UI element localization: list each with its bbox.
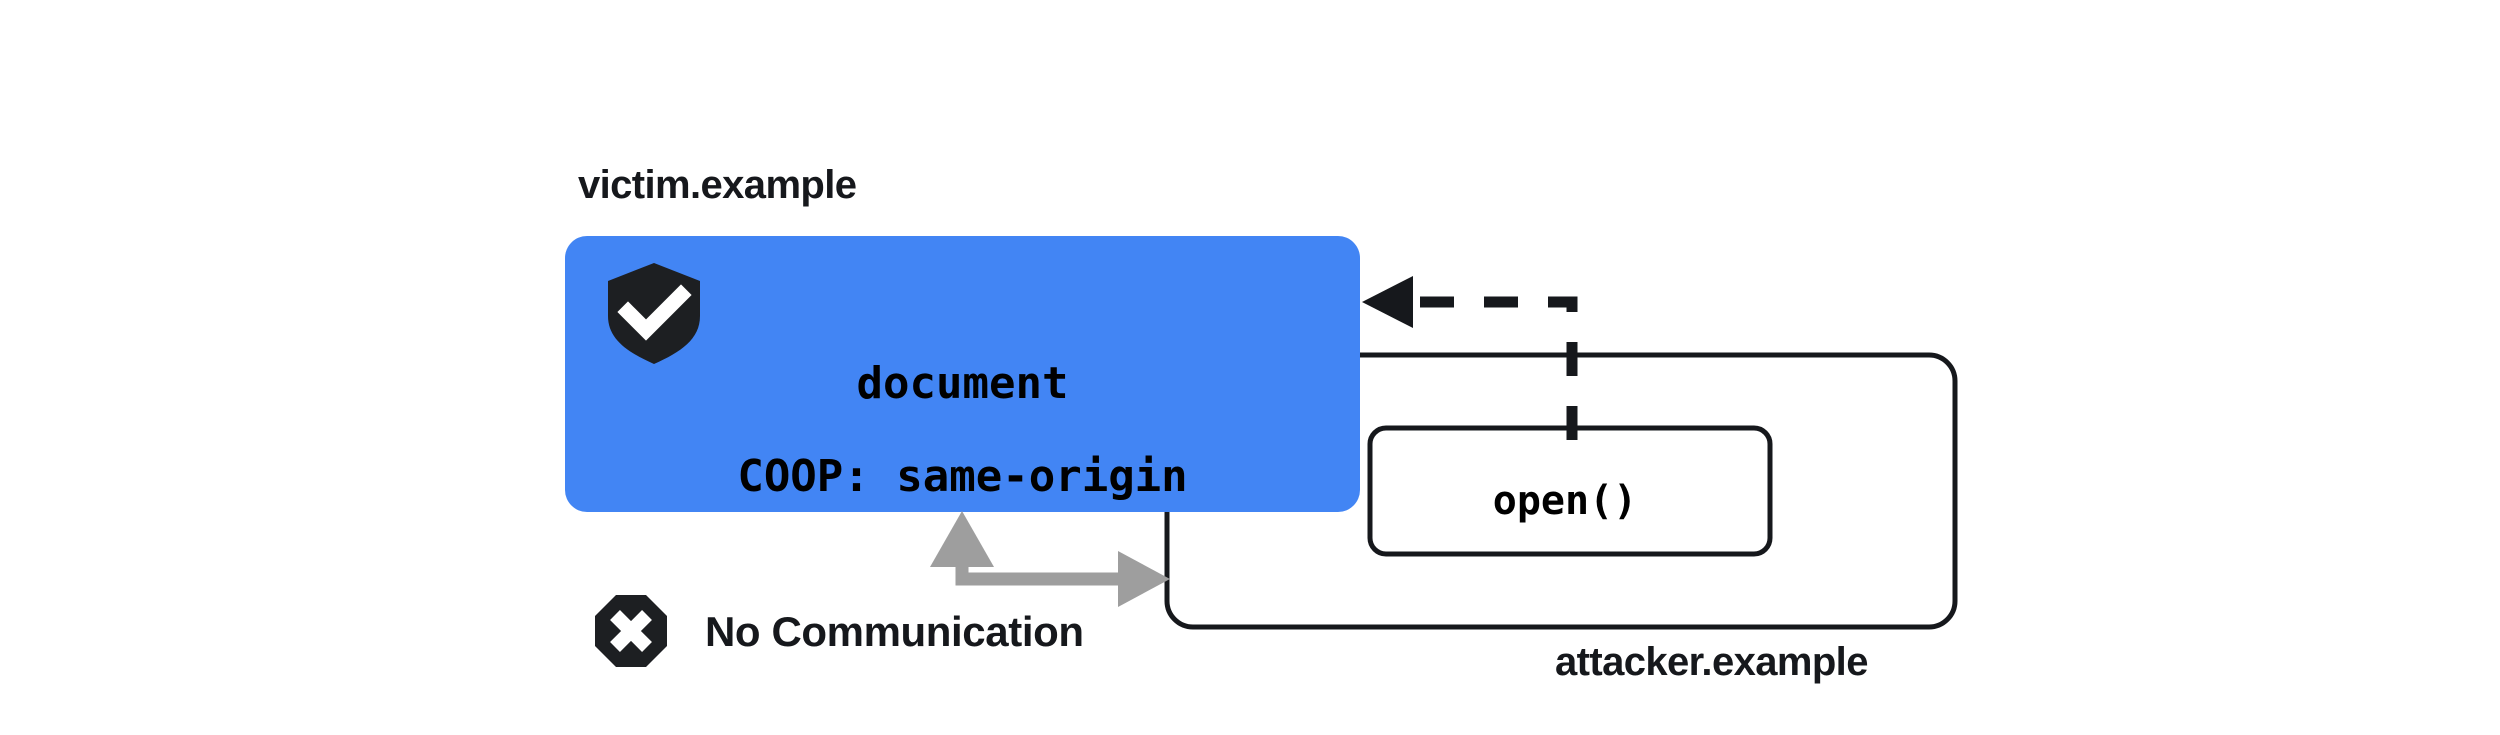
victim-document-text: document COOP: same-origin (565, 318, 1360, 542)
victim-document-box (565, 236, 1360, 512)
victim-origin-label: victim.example (578, 163, 857, 207)
open-dashed-arrow (1362, 276, 1578, 440)
open-call-label: open() (1492, 478, 1638, 524)
no-communication-label: No Communication (705, 608, 1084, 655)
shield-check-icon (608, 263, 700, 364)
document-line: document (856, 358, 1069, 410)
octagon-x-icon (595, 595, 667, 667)
attacker-origin-label: attacker.example (1555, 640, 1868, 684)
no-communication-arrow (930, 511, 1170, 607)
coop-header-line: COOP: same-origin (737, 450, 1188, 502)
